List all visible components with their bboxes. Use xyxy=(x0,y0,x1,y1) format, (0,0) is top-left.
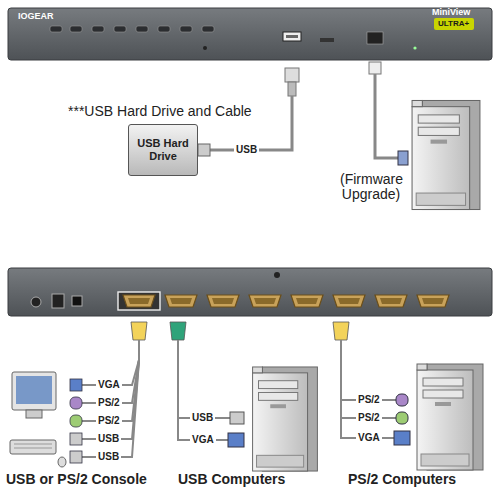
cable-label: VGA xyxy=(190,434,216,445)
model-name: MiniView xyxy=(432,8,470,18)
cable-label: USB xyxy=(96,451,121,462)
cable-label: VGA xyxy=(96,379,122,390)
cable-label: PS/2 xyxy=(96,397,122,408)
cable-label: PS/2 xyxy=(356,394,382,405)
hard-drive-box: USB Hard Drive xyxy=(128,124,198,176)
model-badge: ULTRA+ xyxy=(438,20,469,29)
group-caption: USB Computers xyxy=(178,472,285,487)
hard-drive-note: ***USB Hard Drive and Cable xyxy=(68,104,252,119)
cable-label: VGA xyxy=(356,432,382,443)
cable-label: PS/2 xyxy=(96,415,122,426)
firmware-note: (Firmware Upgrade) xyxy=(340,172,402,203)
cable-label: USB xyxy=(190,412,215,423)
node-text: USB Hard Drive xyxy=(134,137,192,162)
cable-label: USB xyxy=(96,433,121,444)
cable-label: USB xyxy=(234,144,259,155)
group-caption: USB or PS/2 Console xyxy=(6,472,147,487)
group-caption: PS/2 Computers xyxy=(348,472,456,487)
brand-name: IOGEAR xyxy=(18,12,54,22)
cable-label: PS/2 xyxy=(356,412,382,423)
